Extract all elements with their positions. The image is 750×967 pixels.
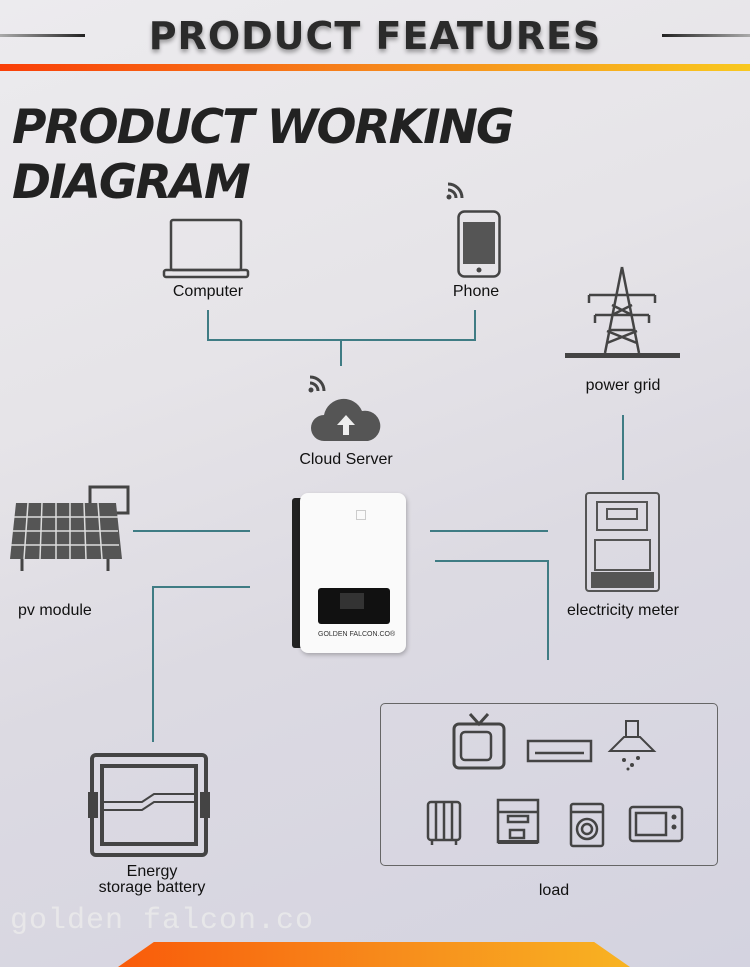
load-label: load xyxy=(538,882,570,899)
power-tower-icon xyxy=(565,266,680,358)
coffee-machine-icon xyxy=(496,798,540,844)
diagram-title: PRODUCT WORKING DIAGRAM xyxy=(12,100,515,210)
inverter-brand: GOLDEN FALCON.CO® xyxy=(318,631,396,638)
connector-line xyxy=(133,530,250,532)
load-box xyxy=(380,703,718,866)
battery-icon xyxy=(88,753,210,857)
wifi-icon xyxy=(308,375,326,393)
header-rule-right xyxy=(662,34,750,37)
solar-panel-icon xyxy=(10,485,130,571)
meter-label: electricity meter xyxy=(566,602,680,619)
section-title: PRODUCT FEATURES xyxy=(148,14,602,58)
inverter-display xyxy=(318,588,390,624)
connector-line xyxy=(152,586,154,742)
cloud-upload-icon xyxy=(311,398,381,441)
range-hood-icon xyxy=(607,720,657,771)
gradient-bar xyxy=(0,64,750,71)
header-rule-left xyxy=(0,34,85,37)
connector-line xyxy=(474,310,476,341)
connector-line xyxy=(430,530,548,532)
tv-icon xyxy=(452,712,506,770)
watermark: golden falcon.co xyxy=(10,904,315,938)
air-conditioner-icon xyxy=(526,739,593,763)
connector-line xyxy=(547,560,549,660)
connector-line xyxy=(152,586,250,588)
connector-line xyxy=(622,415,624,480)
battery-label-line2: storage battery xyxy=(98,879,206,896)
inverter-device: GOLDEN FALCON.CO® xyxy=(288,488,406,656)
washing-machine-icon xyxy=(569,802,605,848)
connector-line xyxy=(340,339,342,366)
computer-label: Computer xyxy=(172,283,244,300)
cloud-label: Cloud Server xyxy=(299,451,393,468)
wifi-icon xyxy=(446,182,464,200)
microwave-icon xyxy=(628,805,684,843)
battery-label-line1: Energy xyxy=(126,863,178,880)
grid-label: power grid xyxy=(585,377,661,394)
phone-icon xyxy=(457,210,501,278)
connector-line xyxy=(435,560,549,562)
radiator-heater-icon xyxy=(426,800,462,845)
phone-label: Phone xyxy=(452,283,500,300)
pv-label: pv module xyxy=(18,602,92,619)
connector-line xyxy=(207,310,209,341)
laptop-icon xyxy=(162,218,250,279)
bottom-banner xyxy=(118,942,630,967)
electricity-meter-icon xyxy=(585,492,660,592)
